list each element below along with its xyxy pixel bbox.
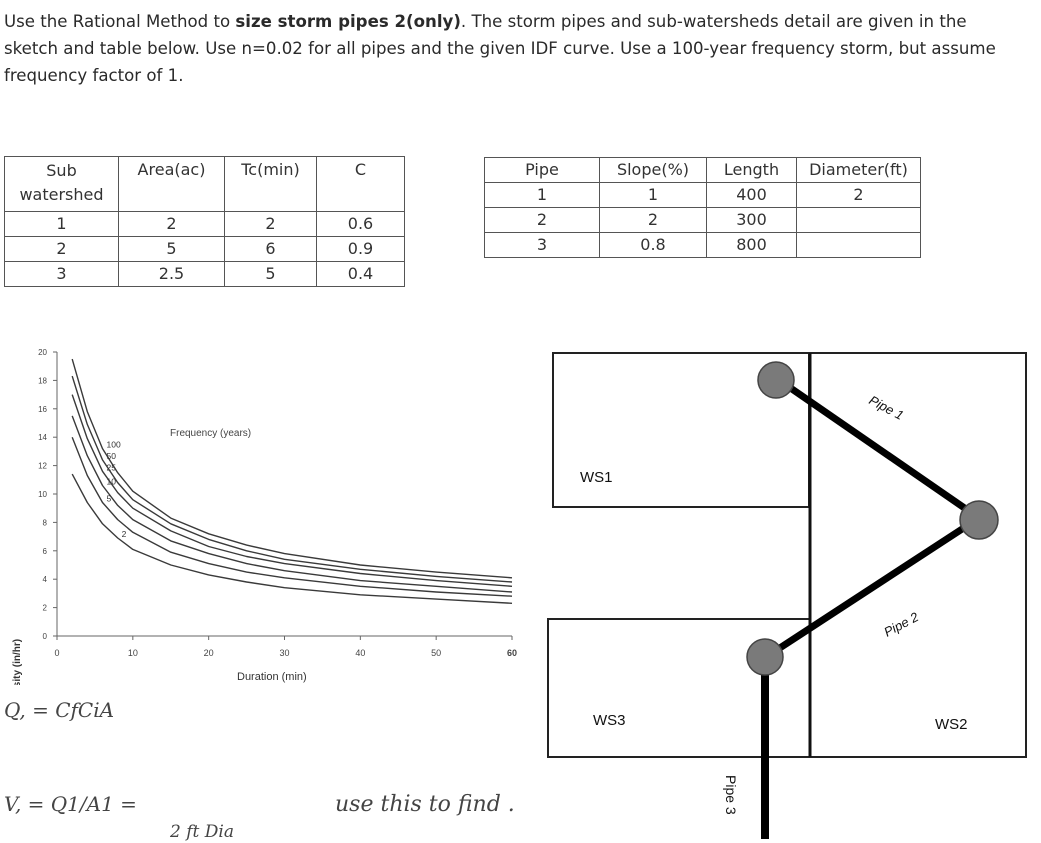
x-axis-label: Duration (min) (237, 671, 307, 683)
watershed-table: Sub watershed Area(ac) Tc(min) C 1 2 2 0… (4, 156, 405, 287)
x-tick-label: 0 (54, 648, 59, 658)
series-100-label: 100 (107, 440, 121, 450)
series-2-label: 2 (122, 529, 127, 539)
x-tick-label: 20 (204, 648, 214, 658)
y-tick-label: 4 (43, 575, 48, 584)
series-5-label: 5 (107, 494, 112, 504)
y-tick-label: 20 (38, 348, 47, 357)
series-50-line (71, 375, 513, 583)
y-tick-label: 16 (38, 405, 47, 414)
table-row: 1 2 2 0.6 (4, 211, 405, 237)
header-cell: Pipe (484, 157, 600, 183)
y-axis-label: Rainfall Intensity (in/hr) (12, 639, 23, 685)
x-tick-label: 10 (128, 648, 138, 658)
cell (796, 207, 921, 233)
manhole-2 (959, 500, 999, 540)
cell: 3 (484, 232, 600, 258)
cell: 2 (484, 207, 600, 233)
handwritten-note-1: 2 ft Dia (170, 822, 234, 842)
y-tick-label: 12 (38, 462, 47, 471)
y-tick-label: 6 (43, 547, 48, 556)
series-25-label: 25 (107, 462, 117, 472)
ws2-label: WS2 (935, 716, 968, 733)
header-cell: Diameter(ft) (796, 157, 921, 183)
series-25-line (71, 394, 513, 587)
table-row: 2 5 6 0.9 (4, 236, 405, 262)
cell: 0.4 (316, 261, 405, 287)
series-50-label: 50 (107, 451, 117, 461)
y-tick-label: 18 (38, 376, 47, 385)
ws1-label: WS1 (580, 469, 613, 486)
handwritten-formula-2: V, = Q1/A1 = (4, 792, 137, 816)
series-10-label: 10 (107, 476, 117, 486)
x-tick-label: 60 (507, 648, 517, 658)
header-cell: Length (706, 157, 797, 183)
cell: 5 (118, 236, 225, 262)
sketch-svg: WS1 WS2 WS3 Pipe 1 Pipe 2 Pipe 3 (547, 352, 1027, 839)
x-tick-label: 50 (431, 648, 441, 658)
header-cell: Tc(min) (224, 156, 317, 212)
problem-text-1: Use the Rational Method to (4, 12, 236, 31)
series-2-line (71, 473, 513, 604)
x-tick-label: 30 (279, 648, 289, 658)
pipe-sketch: WS1 WS2 WS3 Pipe 1 Pipe 2 Pipe 3 (540, 345, 1040, 839)
pipe-2-label: Pipe 2 (881, 609, 921, 640)
problem-bold: size storm pipes 2(only) (235, 12, 461, 31)
y-tick-label: 8 (43, 518, 48, 527)
cell: 1 (484, 182, 600, 208)
y-tick-label: 14 (38, 433, 47, 442)
header-cell: Sub watershed (4, 156, 119, 212)
cell: 1 (599, 182, 707, 208)
y-tick-label: 10 (38, 490, 47, 499)
cell: 400 (706, 182, 797, 208)
table-header-row: Sub watershed Area(ac) Tc(min) C (4, 156, 405, 212)
header-cell: Slope(%) (599, 157, 707, 183)
cell: 0.6 (316, 211, 405, 237)
cell: 1 (4, 211, 119, 237)
pipe-3-label: Pipe 3 (723, 775, 739, 815)
manhole-3 (746, 638, 784, 676)
pipe-1-label: Pipe 1 (867, 392, 907, 423)
header-cell: Area(ac) (118, 156, 225, 212)
cell: 0.9 (316, 236, 405, 262)
cell: 2 (4, 236, 119, 262)
series-10-line (71, 415, 513, 593)
ws3-label: WS3 (593, 712, 626, 729)
table-row: 3 0.8 800 (484, 232, 921, 258)
legend-title: Frequency (years) (170, 428, 251, 439)
problem-text-2: . The storm pipes and sub-watersheds det… (4, 12, 996, 85)
manhole-1 (757, 361, 795, 399)
y-tick-label: 0 (43, 632, 48, 641)
x-tick-label: 40 (355, 648, 365, 658)
handwritten-formula-1: Q, = CfCiA (4, 698, 115, 722)
pipe-table: Pipe Slope(%) Length Diameter(ft) 1 1 40… (484, 157, 921, 258)
problem-statement: Use the Rational Method to size storm pi… (4, 8, 1004, 89)
cell: 3 (4, 261, 119, 287)
table-row: 1 1 400 2 (484, 182, 921, 208)
cell: 2.5 (118, 261, 225, 287)
cell: 2 (796, 182, 921, 208)
cell: 2 (118, 211, 225, 237)
cell: 0.8 (599, 232, 707, 258)
table-row: 3 2.5 5 0.4 (4, 261, 405, 287)
table-row: 2 2 300 (484, 207, 921, 233)
table-header-row: Pipe Slope(%) Length Diameter(ft) (484, 157, 921, 183)
y-tick-label: 2 (43, 604, 48, 613)
cell: 2 (599, 207, 707, 233)
cell: 800 (706, 232, 797, 258)
header-cell: C (316, 156, 405, 212)
cell (796, 232, 921, 258)
cell: 300 (706, 207, 797, 233)
cell: 6 (224, 236, 317, 262)
handwritten-note-2: use this to find . (335, 792, 515, 817)
cell: 5 (224, 261, 317, 287)
cell: 2 (224, 211, 317, 237)
series-5-line (71, 436, 513, 597)
series-100-line (71, 358, 513, 579)
pipe-2 (764, 515, 981, 660)
pipe-1 (774, 375, 981, 521)
